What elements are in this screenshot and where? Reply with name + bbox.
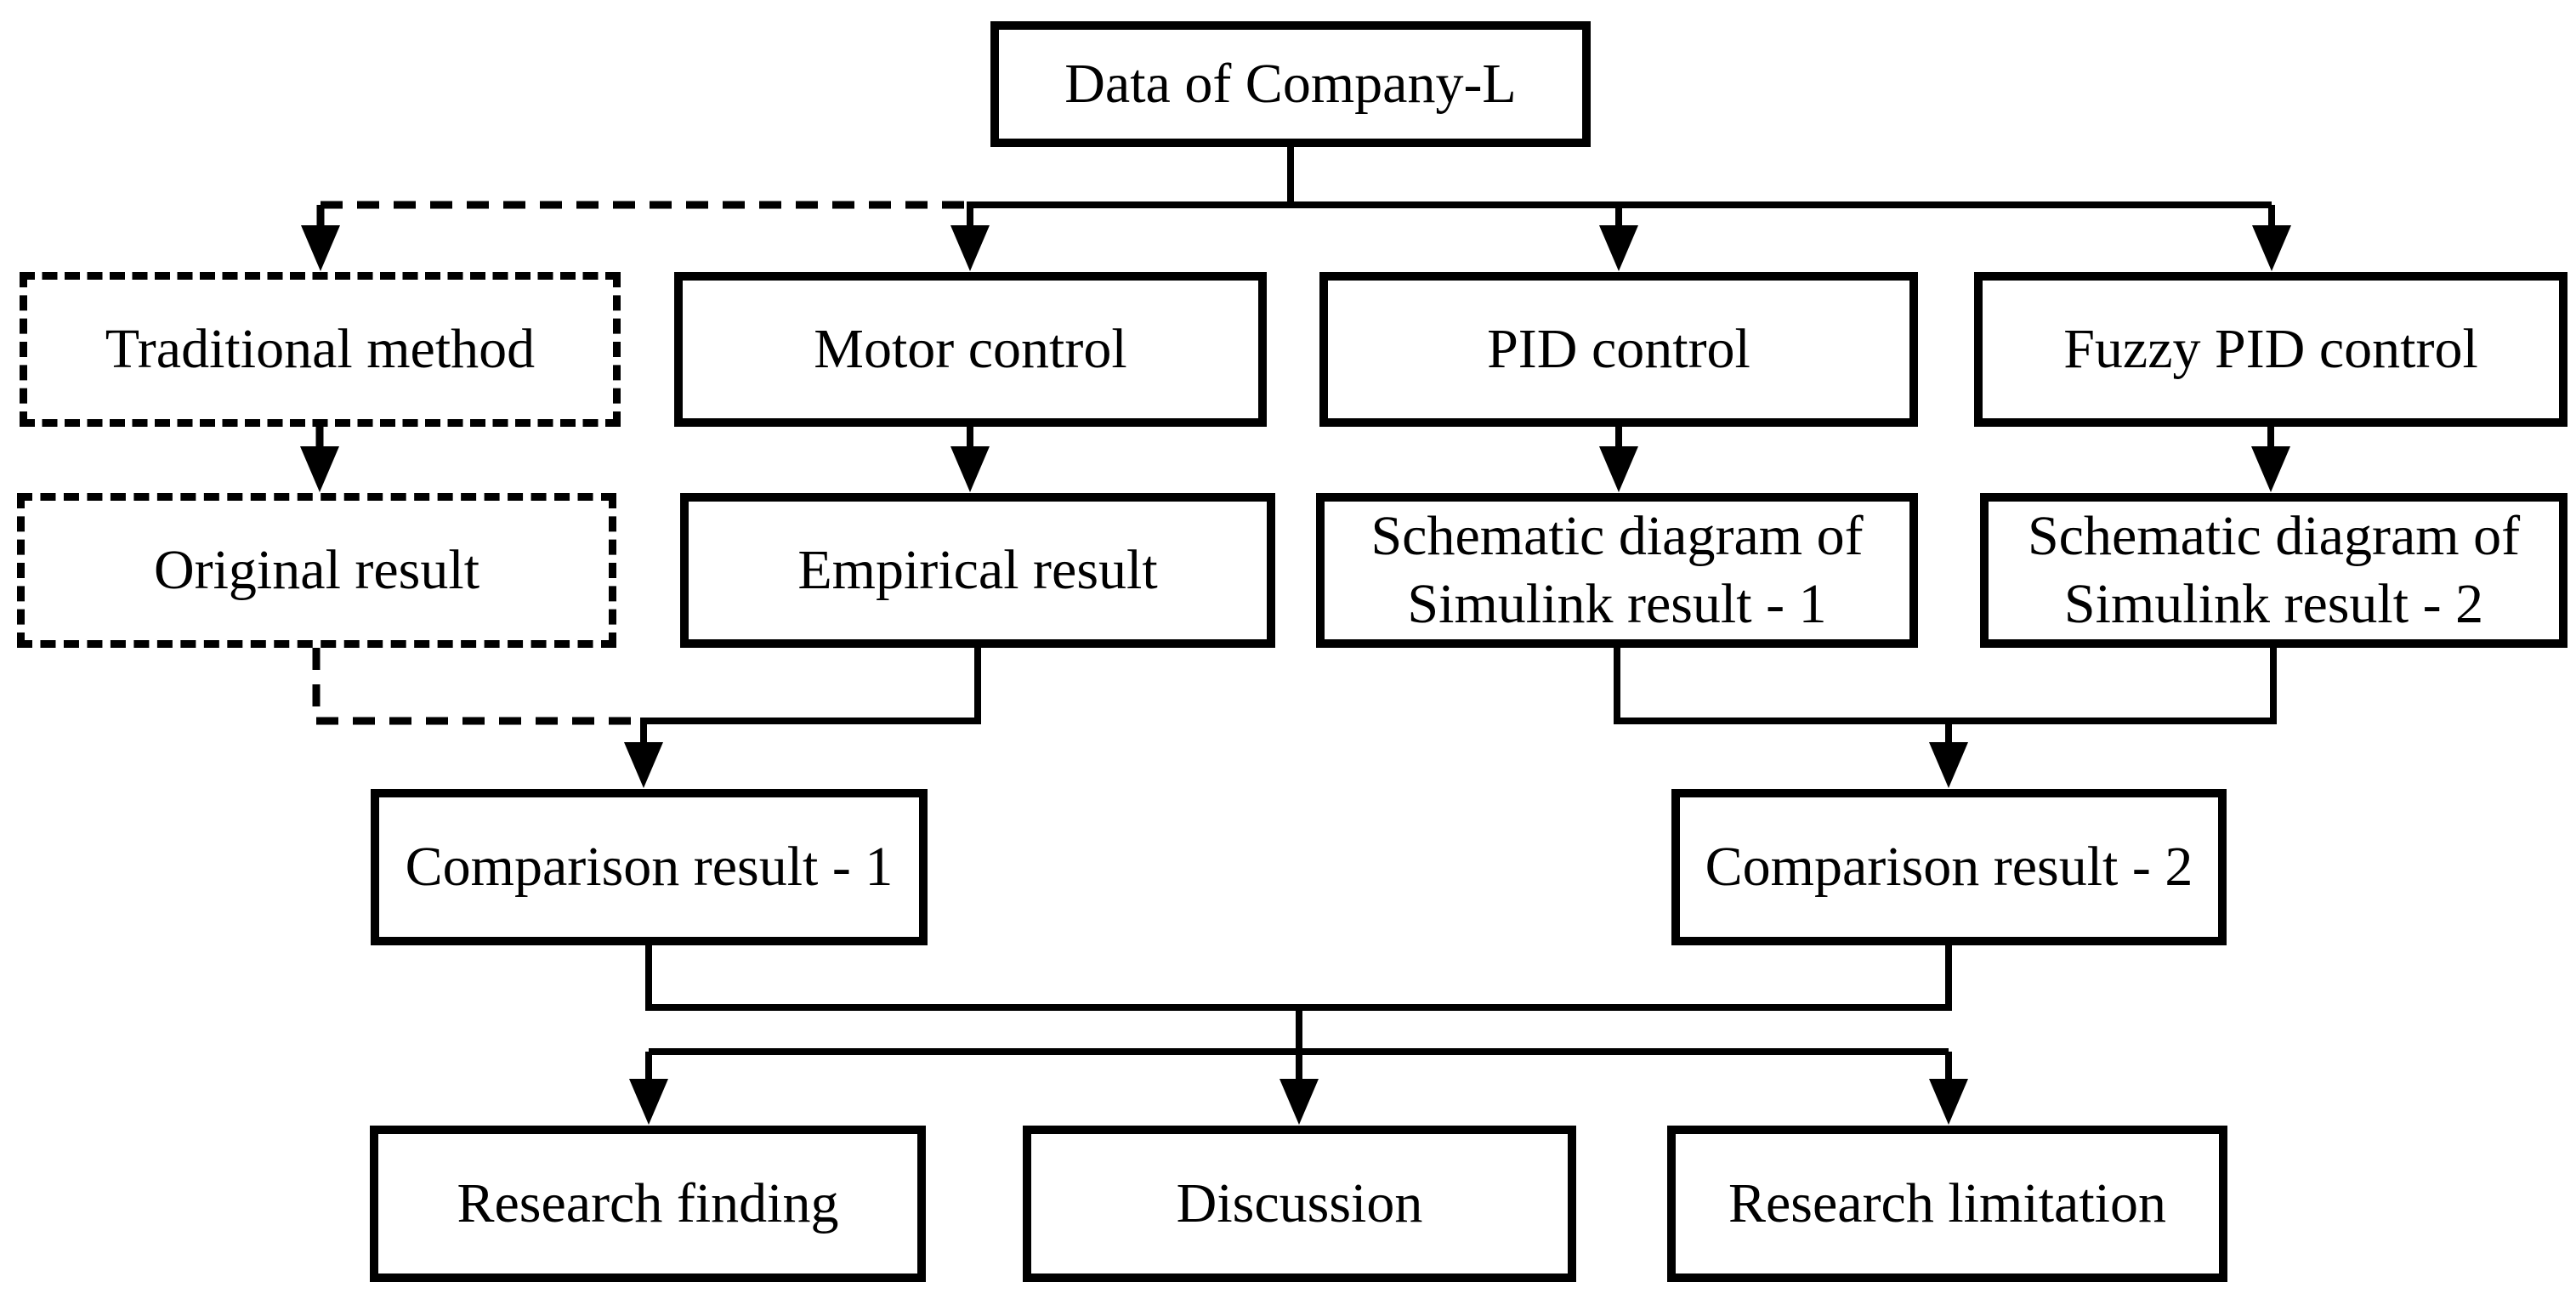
node-research-finding: Research finding [370, 1126, 926, 1282]
node-label: Empirical result [797, 539, 1158, 601]
arrowhead-schematic1 [1599, 446, 1638, 492]
node-label: Comparison result - 2 [1705, 836, 2193, 898]
node-pid-control: PID control [1319, 272, 1918, 427]
node-label: Traditional method [105, 318, 536, 380]
edge-comparisons-merge3 [645, 945, 1952, 1011]
edge-schematics-merge2 [1614, 648, 2277, 724]
node-label: Data of Company-L [1064, 53, 1517, 115]
node-label: Discussion [1176, 1172, 1423, 1234]
node-schematic-simulink-2: Schematic diagram of Simulink result - 2 [1980, 493, 2567, 648]
arrowhead-research-limitation [1929, 1079, 1968, 1125]
arrowhead-pid [1599, 225, 1638, 271]
edge-original-merge1 [312, 648, 644, 725]
arrowhead-schematic2 [2251, 446, 2290, 492]
node-label: Fuzzy PID control [2063, 318, 2478, 380]
arrowhead-comparison2 [1929, 742, 1968, 788]
arrowhead-original [300, 446, 339, 492]
arrowhead-motor [950, 225, 990, 271]
node-label-line2: Simulink result - 1 [1407, 573, 1827, 635]
node-label-line2: Simulink result - 2 [2063, 573, 2484, 635]
node-fuzzy-pid-control: Fuzzy PID control [1974, 272, 2567, 427]
arrowhead-research-finding [629, 1079, 668, 1125]
node-research-limitation: Research limitation [1667, 1126, 2227, 1282]
node-label: Original result [153, 539, 480, 601]
node-comparison-result-1: Comparison result - 1 [371, 789, 928, 945]
node-label-line1: Schematic diagram of [2027, 505, 2521, 567]
node-empirical-result: Empirical result [680, 493, 1275, 648]
node-label: PID control [1487, 318, 1750, 380]
arrowhead-comparison1 [624, 742, 663, 788]
node-traditional-method: Traditional method [20, 272, 621, 427]
arrowhead-discussion [1279, 1079, 1319, 1125]
arrowhead-fuzzy [2252, 225, 2291, 271]
node-motor-control: Motor control [674, 272, 1267, 427]
node-label-line1: Schematic diagram of [1370, 505, 1864, 567]
node-label: Motor control [814, 318, 1127, 380]
node-data-of-company-l: Data of Company-L [990, 21, 1591, 147]
node-label: Research finding [457, 1172, 839, 1234]
node-label: Comparison result - 1 [405, 836, 894, 898]
node-comparison-result-2: Comparison result - 2 [1671, 789, 2227, 945]
connector-edges [300, 147, 2291, 1125]
node-discussion: Discussion [1023, 1126, 1576, 1282]
arrowhead-traditional [301, 225, 340, 271]
edge-empirical-merge1 [640, 648, 981, 724]
node-schematic-simulink-1: Schematic diagram of Simulink result - 1 [1316, 493, 1918, 648]
node-label: Research limitation [1728, 1172, 2166, 1234]
node-original-result: Original result [17, 493, 616, 648]
arrowhead-empirical [950, 446, 990, 492]
